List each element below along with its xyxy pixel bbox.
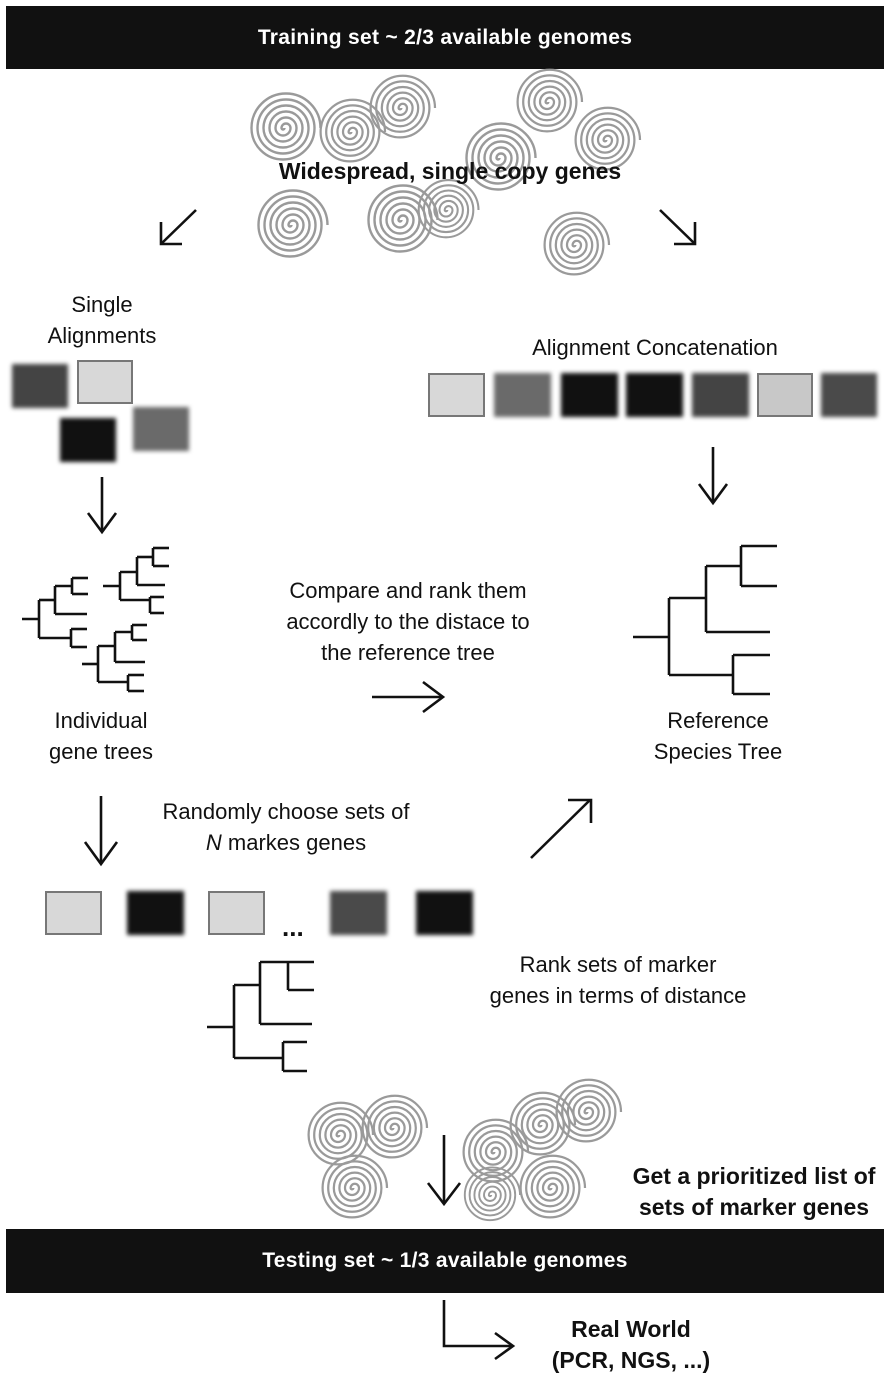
arrow-down-right [659,209,697,246]
testing-set-banner: Testing set ~ 1/3 available genomes [6,1229,884,1293]
real-world-label: Real World (PCR, NGS, ...) [521,1314,741,1376]
marker-box-1 [45,891,102,935]
marker-ellipsis: ... [282,912,304,942]
reference-species-tree-label: Reference Species Tree [608,705,828,767]
random-sets-line-1: Randomly choose sets of [162,799,410,824]
real-world-line-1: Real World [571,1316,691,1342]
concat-box-5 [692,373,749,417]
random-sets-line-2-rest: markes genes [221,830,367,855]
gene-tree-3 [82,623,147,693]
prioritized-list-label: Get a prioritized list of sets of marker… [606,1161,888,1223]
alignment-box-mid [133,407,189,451]
marker-set-tree [207,960,314,1073]
single-alignments-label: Single Alignments [2,289,202,351]
concat-box-2 [494,373,551,417]
concat-box-1 [428,373,485,417]
individual-gene-trees-label: Individual gene trees [1,705,201,767]
alignment-concatenation-label: Alignment Concatenation [532,335,778,360]
marker-box-4 [330,891,387,935]
concat-box-3 [561,373,618,417]
gene-tree-2 [103,546,169,615]
prioritized-line-2: sets of marker genes [638,1194,870,1220]
arrow-down-alignments [86,477,118,535]
arrow-real-world [442,1300,516,1361]
alignment-box-light [77,360,133,404]
widespread-label: Widespread, single copy genes [278,158,622,184]
random-sets-line-2: N markes genes [126,827,446,858]
reference-line-1: Reference [667,708,769,733]
compare-line-2: accordly to the distace to [286,609,530,634]
arrow-up-right [530,798,593,859]
gene-trees-line-1: Individual [54,708,148,733]
arrow-right-compare [372,680,446,714]
marker-box-3 [208,891,265,935]
arrow-down-gene-trees [83,796,119,867]
compare-line-1: Compare and rank them [289,578,527,603]
alignment-box-dark [12,364,68,408]
training-set-banner: Training set ~ 2/3 available genomes [6,6,884,69]
concat-box-6 [757,373,813,417]
real-world-line-2: (PCR, NGS, ...) [551,1347,711,1373]
genome-spirals-bottom [307,1078,623,1222]
n-variable: N [205,830,222,855]
single-alignments-line-1: Single [71,292,133,317]
marker-box-2 [127,891,184,935]
gene-trees-line-2: gene trees [49,739,153,764]
marker-box-5 [416,891,473,935]
prioritized-line-1: Get a prioritized list of [632,1163,876,1189]
concat-box-7 [821,373,877,417]
concat-box-4 [626,373,683,417]
single-alignments-line-2: Alignments [47,323,157,348]
arrow-down-left [159,209,197,246]
rank-sets-label: Rank sets of marker genes in terms of di… [448,949,788,1011]
random-sets-label: Randomly choose sets of N markes genes [126,796,446,858]
arrow-down-concatenation [697,447,729,506]
reference-line-2: Species Tree [653,739,783,764]
compare-line-3: the reference tree [321,640,495,665]
alignment-box-black [60,418,116,462]
reference-species-tree [633,544,777,696]
rank-sets-line-2: genes in terms of distance [489,983,747,1008]
gene-tree-1 [22,576,88,649]
compare-rank-label: Compare and rank them accordly to the di… [228,575,588,668]
arrow-down-testing [426,1135,462,1207]
rank-sets-line-1: Rank sets of marker [519,952,717,977]
